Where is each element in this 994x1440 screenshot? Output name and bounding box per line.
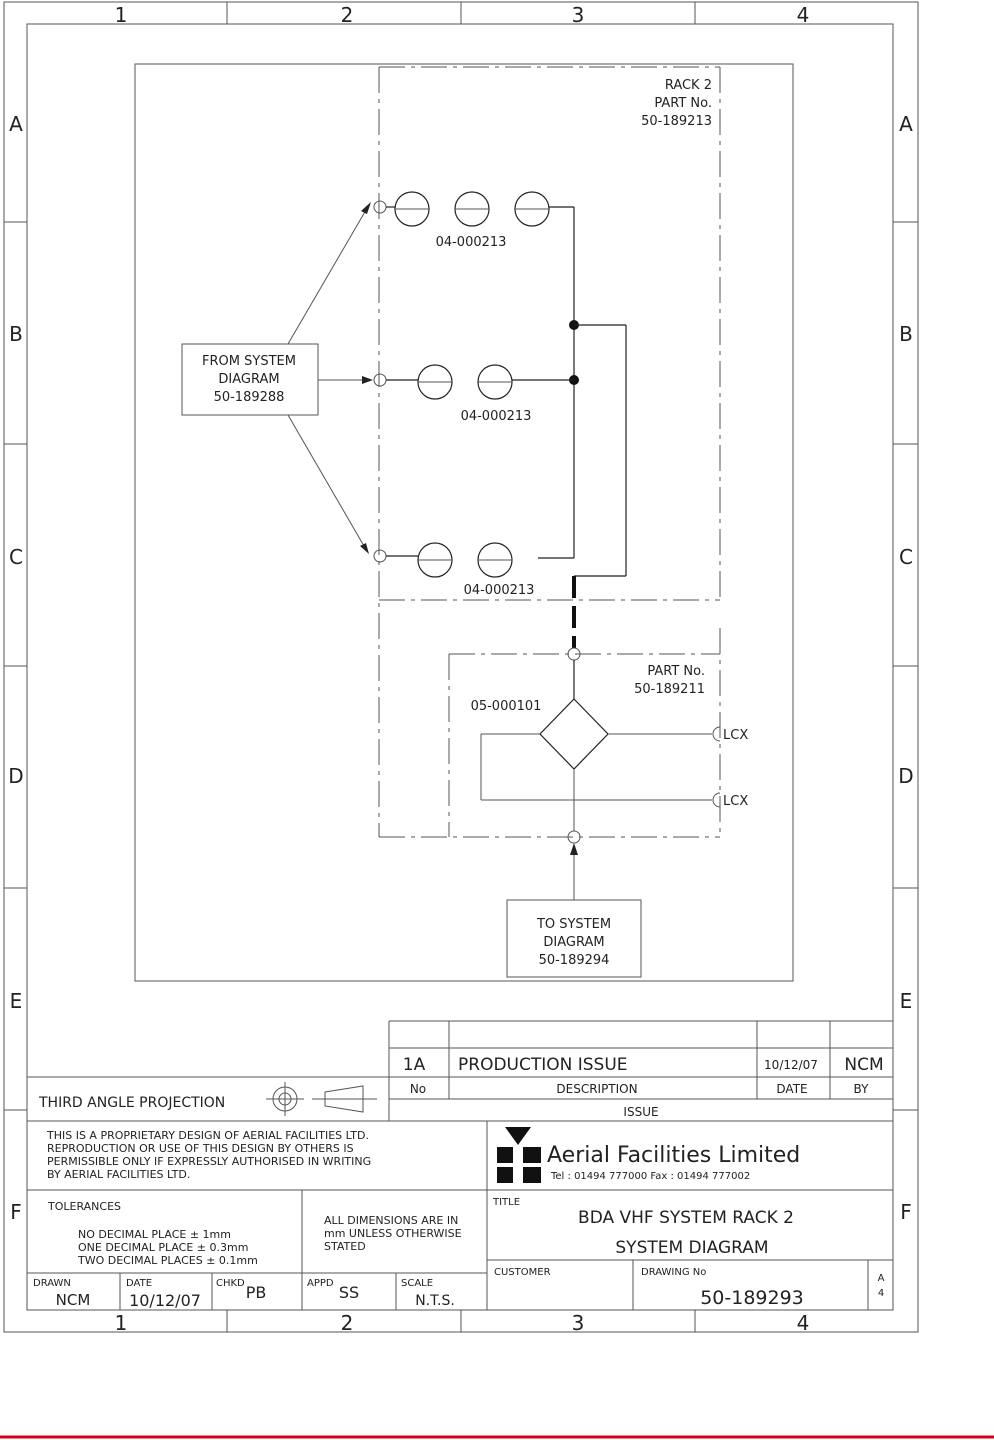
proprietary-line: REPRODUCTION OR USE OF THIS DESIGN BY OT… xyxy=(47,1142,354,1155)
combiner-junction xyxy=(569,320,627,577)
title-block-grid xyxy=(27,1121,893,1310)
sub-rack-part-no: 50-189211 xyxy=(634,682,705,697)
row-label-right: C xyxy=(899,545,913,569)
rev-by: NCM xyxy=(844,1055,883,1075)
from-system-line: 50-189288 xyxy=(214,390,285,405)
rev-date: 10/12/07 xyxy=(764,1058,818,1072)
drawn-value: NCM xyxy=(56,1291,91,1309)
filter-part-2: 04-000213 xyxy=(461,409,532,424)
row-label-left: D xyxy=(8,764,23,788)
col-label-bottom: 1 xyxy=(115,1311,128,1335)
filter-chain-2 xyxy=(386,364,574,400)
company-name: Aerial Facilities Limited xyxy=(547,1143,800,1168)
tolerance-line: NO DECIMAL PLACE ± 1mm xyxy=(78,1228,231,1241)
third-angle-projection-icon xyxy=(266,1082,377,1116)
chkd-label: CHKD xyxy=(216,1278,245,1289)
splitter-diamond xyxy=(539,698,609,770)
row-label-right: A xyxy=(899,112,913,136)
dimensions-note: ALL DIMENSIONS ARE IN xyxy=(324,1214,458,1227)
drawing-subtitle: SYSTEM DIAGRAM xyxy=(615,1238,768,1258)
company-contact: Tel : 01494 777000 Fax : 01494 777002 xyxy=(550,1171,750,1182)
row-label-left: B xyxy=(9,322,23,346)
row-label-right: E xyxy=(900,989,913,1013)
proprietary-line: BY AERIAL FACILITIES LTD. xyxy=(47,1168,190,1181)
inter-rack-cable xyxy=(567,576,581,699)
col-label-bottom: 3 xyxy=(572,1311,585,1335)
dimensions-note: mm UNLESS OTHERWISE xyxy=(324,1227,462,1240)
drawing-title: BDA VHF SYSTEM RACK 2 xyxy=(578,1208,794,1228)
dimensions-note: STATED xyxy=(324,1240,366,1253)
proprietary-line: PERMISSIBLE ONLY IF EXPRESSLY AUTHORISED… xyxy=(47,1155,371,1168)
rev-description: PRODUCTION ISSUE xyxy=(458,1055,628,1075)
row-label-right: B xyxy=(899,322,913,346)
tolerances-label: TOLERANCES xyxy=(47,1200,121,1213)
sub-rack-enclosure xyxy=(379,628,721,838)
to-system-line: DIAGRAM xyxy=(543,935,604,950)
rev-header-no: No xyxy=(410,1082,426,1096)
to-system-box xyxy=(506,899,642,978)
tolerance-line: ONE DECIMAL PLACE ± 0.3mm xyxy=(78,1241,248,1254)
sub-rack-part-label: PART No. xyxy=(647,664,705,679)
projection-label: THIRD ANGLE PROJECTION xyxy=(38,1095,225,1111)
from-system-line: DIAGRAM xyxy=(218,372,279,387)
to-system-line: TO SYSTEM xyxy=(536,917,611,932)
col-label-top: 3 xyxy=(572,3,585,27)
col-label-top: 4 xyxy=(797,3,810,27)
date-value: 10/12/07 xyxy=(129,1291,201,1310)
drawn-label: DRAWN xyxy=(33,1278,71,1289)
rack-part-no: 50-189213 xyxy=(641,114,712,129)
input-arrows xyxy=(287,202,373,554)
revision-table xyxy=(27,1020,893,1122)
row-label-left: E xyxy=(10,989,23,1013)
rev-header-description: DESCRIPTION xyxy=(556,1082,637,1096)
filter-part-3: 04-000213 xyxy=(464,583,535,598)
row-label-right: F xyxy=(900,1200,912,1224)
splitter-part: 05-000101 xyxy=(471,699,542,714)
row-label-left: A xyxy=(9,112,23,136)
row-label-right: D xyxy=(898,764,913,788)
splitter-outputs xyxy=(480,726,721,844)
from-system-line: FROM SYSTEM xyxy=(202,354,296,369)
lcx-output-1: LCX xyxy=(723,728,748,743)
title-label: TITLE xyxy=(492,1197,520,1208)
aerial-facilities-logo-icon xyxy=(497,1127,541,1183)
connector-ports xyxy=(373,200,387,563)
inner-border xyxy=(26,23,894,1311)
row-dividers xyxy=(4,221,918,1111)
rack-part-label: PART No. xyxy=(654,96,712,111)
col-label-top: 2 xyxy=(341,3,354,27)
tolerance-line: TWO DECIMAL PLACES ± 0.1mm xyxy=(77,1254,258,1267)
col-label-bottom: 4 xyxy=(797,1311,810,1335)
diagram-frame xyxy=(134,63,794,982)
rack-2-enclosure xyxy=(378,66,721,837)
date-label: DATE xyxy=(126,1278,152,1289)
row-label-left: C xyxy=(9,545,23,569)
customer-label: CUSTOMER xyxy=(494,1267,551,1278)
sheet-size: 4 xyxy=(878,1288,884,1299)
col-label-top: 1 xyxy=(115,3,128,27)
output-arrow xyxy=(570,843,578,900)
row-label-left: F xyxy=(10,1200,22,1224)
col-label-bottom: 2 xyxy=(341,1311,354,1335)
proprietary-line: THIS IS A PROPRIETARY DESIGN OF AERIAL F… xyxy=(46,1129,369,1142)
chkd-value: PB xyxy=(246,1283,267,1302)
scale-value: N.T.S. xyxy=(415,1293,455,1309)
filter-part-1: 04-000213 xyxy=(436,235,507,250)
drawing-number: 50-189293 xyxy=(700,1287,804,1309)
appd-value: SS xyxy=(339,1283,359,1302)
scale-label: SCALE xyxy=(401,1278,433,1289)
lcx-output-2: LCX xyxy=(723,794,748,809)
rev-header-date: DATE xyxy=(776,1082,807,1096)
rev-no: 1A xyxy=(403,1055,426,1075)
rack-title: RACK 2 xyxy=(665,78,712,93)
rev-header-issue: ISSUE xyxy=(623,1105,658,1119)
drawing-no-label: DRAWING No xyxy=(641,1267,706,1278)
to-system-line: 50-189294 xyxy=(539,953,610,968)
appd-label: APPD xyxy=(307,1278,334,1289)
rev-header-by: BY xyxy=(854,1082,870,1096)
filter-chain-3 xyxy=(386,542,574,578)
sheet-size: A xyxy=(878,1273,885,1284)
